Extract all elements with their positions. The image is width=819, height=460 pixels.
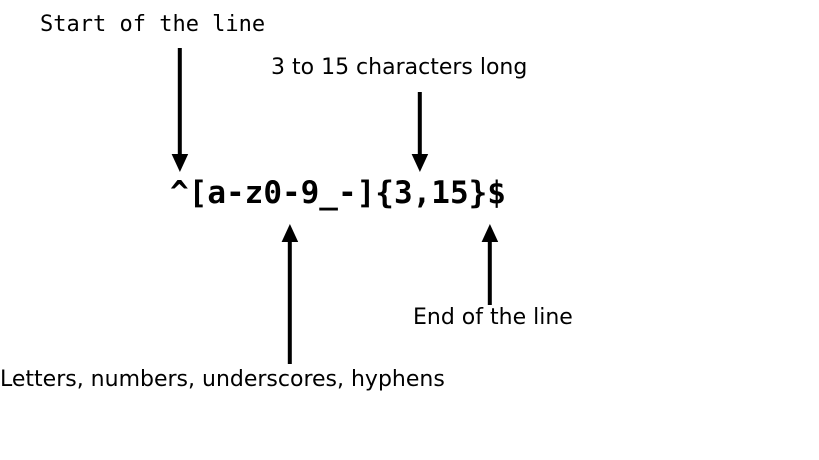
annotation-label-character-class: Letters, numbers, underscores, hyphens <box>0 367 445 392</box>
arrow-down-to-quantifier-icon <box>411 92 429 174</box>
arrow-up-to-dollar-icon <box>481 224 499 305</box>
arrow-up-to-charclass-icon <box>281 224 299 364</box>
annotation-label-start-of-line: Start of the line <box>40 12 266 37</box>
arrow-down-to-caret-icon <box>171 48 189 174</box>
annotation-label-length: 3 to 15 characters long <box>271 55 528 80</box>
regex-pattern-text: ^[a-z0-9_-]{3,15}$ <box>170 175 506 211</box>
annotation-label-end-of-line: End of the line <box>413 305 573 330</box>
